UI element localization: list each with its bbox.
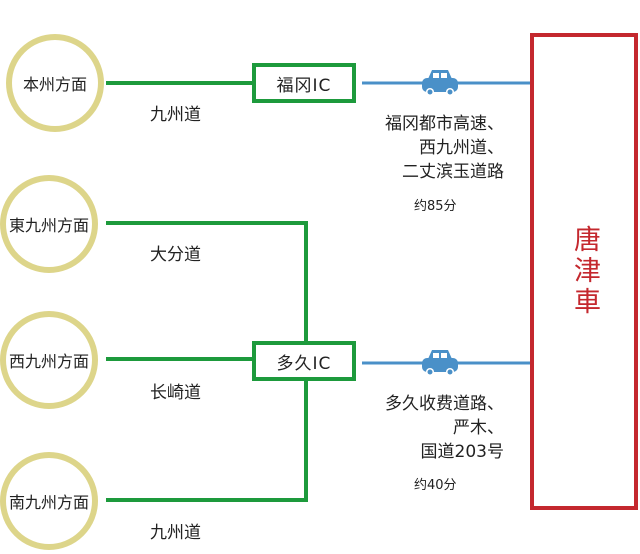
road-label-nagasaki: 长崎道 (150, 383, 201, 403)
route-description-fukuoka: 福冈都市高速、 西九州道、 二丈滨玉道路 (385, 112, 504, 184)
origin-label: 西九州方面 (8, 352, 89, 371)
ic-label: 多久IC (276, 353, 332, 374)
origin-honshu: 本州方面 (6, 34, 104, 132)
origin-label: 南九州方面 (8, 493, 89, 512)
road-label-kyushu-upper: 九州道 (150, 105, 201, 125)
origin-label: 本州方面 (22, 75, 87, 94)
route-line: 二丈滨玉道路 (402, 162, 504, 182)
ic-fukuoka: 福冈IC (252, 63, 356, 103)
destination-label: 唐津車 (569, 225, 600, 318)
travel-time-fukuoka: 约85分 (414, 199, 457, 214)
route-line: 严木、 (453, 418, 504, 438)
road-label-kyushu-lower: 九州道 (150, 523, 201, 543)
car-icon (422, 70, 458, 96)
travel-time-taku: 约40分 (414, 478, 457, 493)
ic-taku: 多久IC (252, 341, 356, 381)
route-line: 福冈都市高速、 (385, 114, 504, 134)
ic-label: 福冈IC (276, 75, 332, 96)
origin-east-kyushu: 東九州方面 (0, 175, 98, 273)
origin-south-kyushu: 南九州方面 (0, 452, 98, 550)
route-line: 西九州道、 (419, 138, 504, 158)
road-label-oita: 大分道 (150, 245, 201, 265)
route-line: 国道203号 (420, 442, 504, 462)
origin-west-kyushu: 西九州方面 (0, 311, 98, 409)
car-icon (422, 350, 458, 376)
destination-box: 唐津車 (530, 33, 638, 510)
route-line: 多久收费道路、 (385, 394, 504, 414)
route-description-taku: 多久收费道路、 严木、 国道203号 (385, 392, 504, 464)
origin-label: 東九州方面 (8, 216, 89, 235)
